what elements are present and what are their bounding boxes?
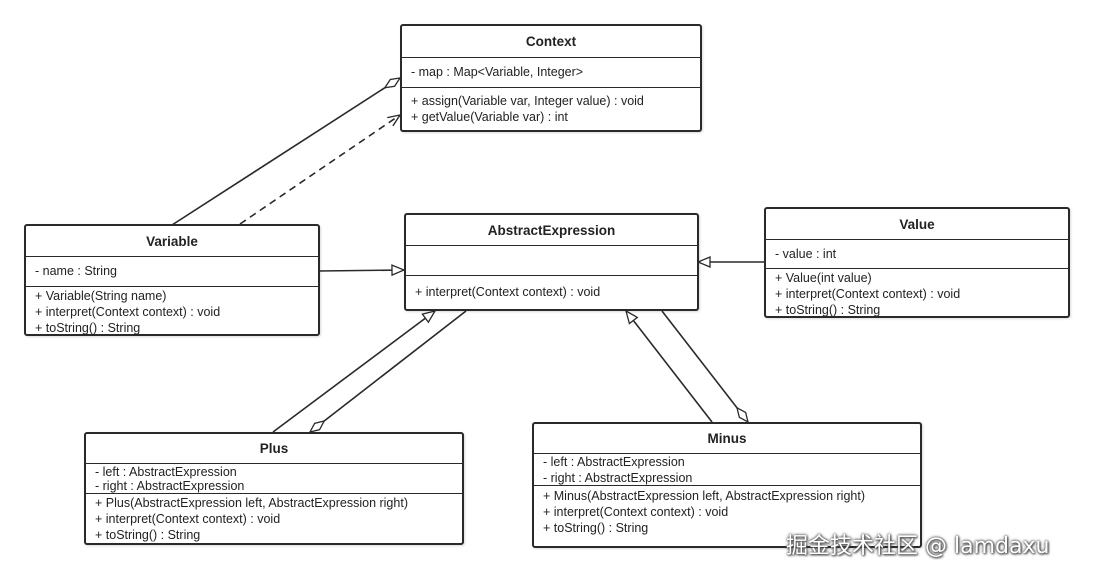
operations-compartment: + Minus(AbstractExpression left, Abstrac… xyxy=(534,486,920,536)
class-name: AbstractExpression xyxy=(406,215,697,246)
operation: + interpret(Context context) : void xyxy=(543,505,729,519)
operation: + Plus(AbstractExpression left, Abstract… xyxy=(95,496,408,510)
operation: + interpret(Context context) : void xyxy=(775,287,961,301)
operation: + Value(int value) xyxy=(775,271,872,285)
attribute: - left : AbstractExpression xyxy=(543,455,685,469)
attributes-compartment: - map : Map<Variable, Integer> xyxy=(402,58,700,88)
class-name: Minus xyxy=(534,424,920,454)
attributes-compartment: - left : AbstractExpression - right : Ab… xyxy=(86,464,462,494)
operation: + interpret(Context context) : void xyxy=(415,285,601,299)
operation: + interpret(Context context) : void xyxy=(35,305,221,319)
operation: + Variable(String name) xyxy=(35,289,167,303)
operations-compartment: + assign(Variable var, Integer value) : … xyxy=(402,88,700,125)
operation: + getValue(Variable var) : int xyxy=(411,110,568,124)
class-abstract-expression[interactable]: AbstractExpression + interpret(Context c… xyxy=(404,213,699,311)
generalization-plus-abstract xyxy=(272,311,435,433)
attribute: - value : int xyxy=(775,247,837,261)
operations-compartment: + Value(int value) + interpret(Context c… xyxy=(766,269,1068,318)
operations-compartment: + interpret(Context context) : void xyxy=(406,276,697,300)
aggregation-variable-context xyxy=(171,78,400,226)
attributes-compartment: - name : String xyxy=(26,257,318,287)
class-name: Value xyxy=(766,209,1068,240)
class-minus[interactable]: Minus - left : AbstractExpression - righ… xyxy=(532,422,922,548)
operation: + assign(Variable var, Integer value) : … xyxy=(411,94,644,108)
class-name: Variable xyxy=(26,226,318,257)
attribute: - right : AbstractExpression xyxy=(543,471,693,485)
class-plus[interactable]: Plus - left : AbstractExpression - right… xyxy=(84,432,464,545)
attribute: - map : Map<Variable, Integer> xyxy=(411,65,584,79)
operation: + interpret(Context context) : void xyxy=(95,512,281,526)
operation: + toString() : String xyxy=(95,528,201,542)
class-variable[interactable]: Variable - name : String + Variable(Stri… xyxy=(24,224,320,336)
operation: + Minus(AbstractExpression left, Abstrac… xyxy=(543,489,866,503)
aggregation-abstract-plus xyxy=(310,310,467,432)
class-value[interactable]: Value - value : int + Value(int value) +… xyxy=(764,207,1070,318)
generalization-variable-abstract xyxy=(317,270,404,271)
operation: + toString() : String xyxy=(35,321,141,335)
class-context[interactable]: Context - map : Map<Variable, Integer> +… xyxy=(400,24,702,132)
watermark: 掘金技术社区 @ lamdaxu xyxy=(786,534,1050,559)
operations-compartment: + Variable(String name) + interpret(Cont… xyxy=(26,287,318,336)
attributes-compartment xyxy=(406,246,697,276)
class-name: Context xyxy=(402,26,700,58)
generalization-minus-abstract xyxy=(626,311,713,423)
operations-compartment: + Plus(AbstractExpression left, Abstract… xyxy=(86,494,462,543)
attribute: - left : AbstractExpression xyxy=(95,465,237,479)
attributes-compartment: - value : int xyxy=(766,240,1068,269)
attributes-compartment: - left : AbstractExpression - right : Ab… xyxy=(534,454,920,486)
operation: + toString() : String xyxy=(775,303,881,317)
attribute: - right : AbstractExpression xyxy=(95,479,245,493)
class-name: Plus xyxy=(86,434,462,464)
operation: + toString() : String xyxy=(543,521,649,535)
attribute: - name : String xyxy=(35,264,117,278)
dependency-variable-context xyxy=(239,115,400,225)
aggregation-abstract-minus xyxy=(661,310,748,422)
